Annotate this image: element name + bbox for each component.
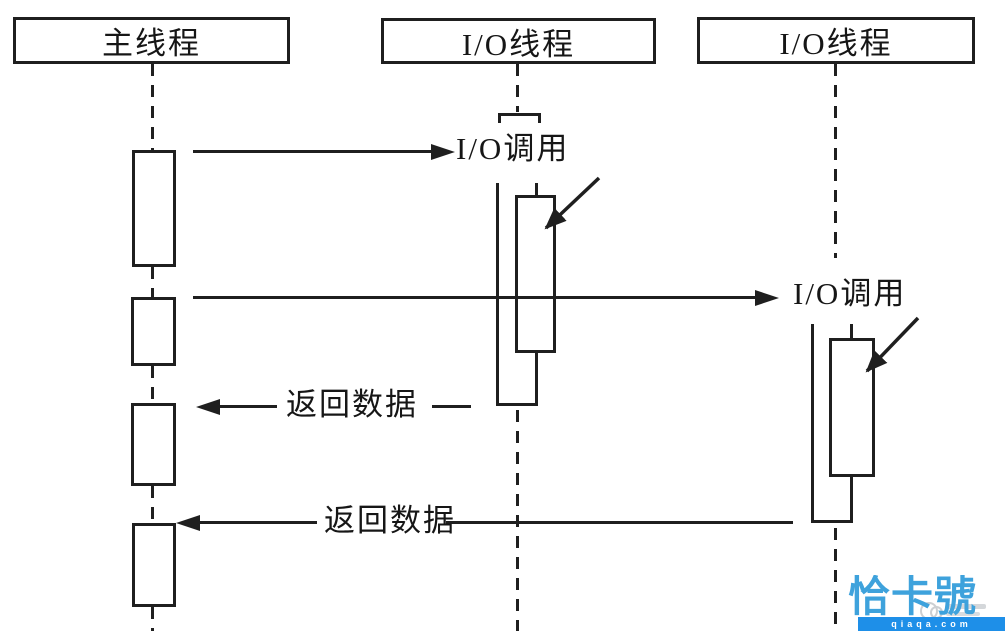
io-call-1-line (193, 150, 433, 153)
io-call-2-arrowhead-icon (755, 290, 779, 306)
return-data-2-label: 返回数据 (324, 503, 456, 538)
lifeline-io1-seg-2 (516, 410, 519, 631)
thread-header-main-label: 主线程 (102, 26, 201, 61)
io-call-1-arrowhead-icon (431, 144, 455, 160)
lifeline-main-seg-3 (151, 366, 154, 403)
activation-main-4 (132, 523, 176, 607)
io-call-1-label: I/O调用 (456, 131, 570, 166)
lifeline-main-seg-5 (151, 607, 154, 631)
thread-header-main: 主线程 (13, 17, 290, 64)
activation-main-1 (132, 150, 176, 267)
watermark-site-bar: qiaqa.com (858, 617, 1005, 631)
activation-main-2 (131, 297, 176, 366)
return-data-2-line-right (446, 521, 793, 524)
watermark-site-text: qiaqa.com (891, 619, 972, 629)
thread-header-io-2-label: I/O线程 (779, 26, 893, 61)
thread-header-io-2: I/O线程 (697, 17, 975, 64)
io-call-2-label: I/O调用 (793, 276, 907, 311)
return-data-1-line-left (220, 405, 277, 408)
return-data-1-label: 返回数据 (286, 387, 418, 422)
return-data-2-arrowhead-icon (176, 515, 200, 531)
thread-header-io-1-label: I/O线程 (461, 26, 576, 62)
io-call-2-line (193, 296, 757, 299)
lifeline-io2-seg-1 (834, 64, 837, 258)
return-data-1-line-right (432, 405, 471, 408)
activation-io1-start-bracket (498, 113, 541, 123)
lifeline-io2-seg-2 (834, 528, 837, 631)
return-data-1-arrowhead-icon (196, 399, 220, 415)
watermark-logo-text: 恰卡號 (848, 575, 978, 619)
activation-io2-inner (829, 338, 875, 477)
thread-header-io-1: I/O线程 (381, 18, 656, 64)
lifeline-main-seg-1 (151, 64, 154, 150)
lifeline-io1-seg-1 (516, 64, 519, 112)
activation-io1-inner (515, 195, 556, 353)
lifeline-main-seg-2 (151, 267, 154, 297)
return-data-2-line-left (200, 521, 317, 524)
activation-main-3 (131, 403, 176, 486)
lifeline-main-seg-4 (151, 486, 154, 523)
